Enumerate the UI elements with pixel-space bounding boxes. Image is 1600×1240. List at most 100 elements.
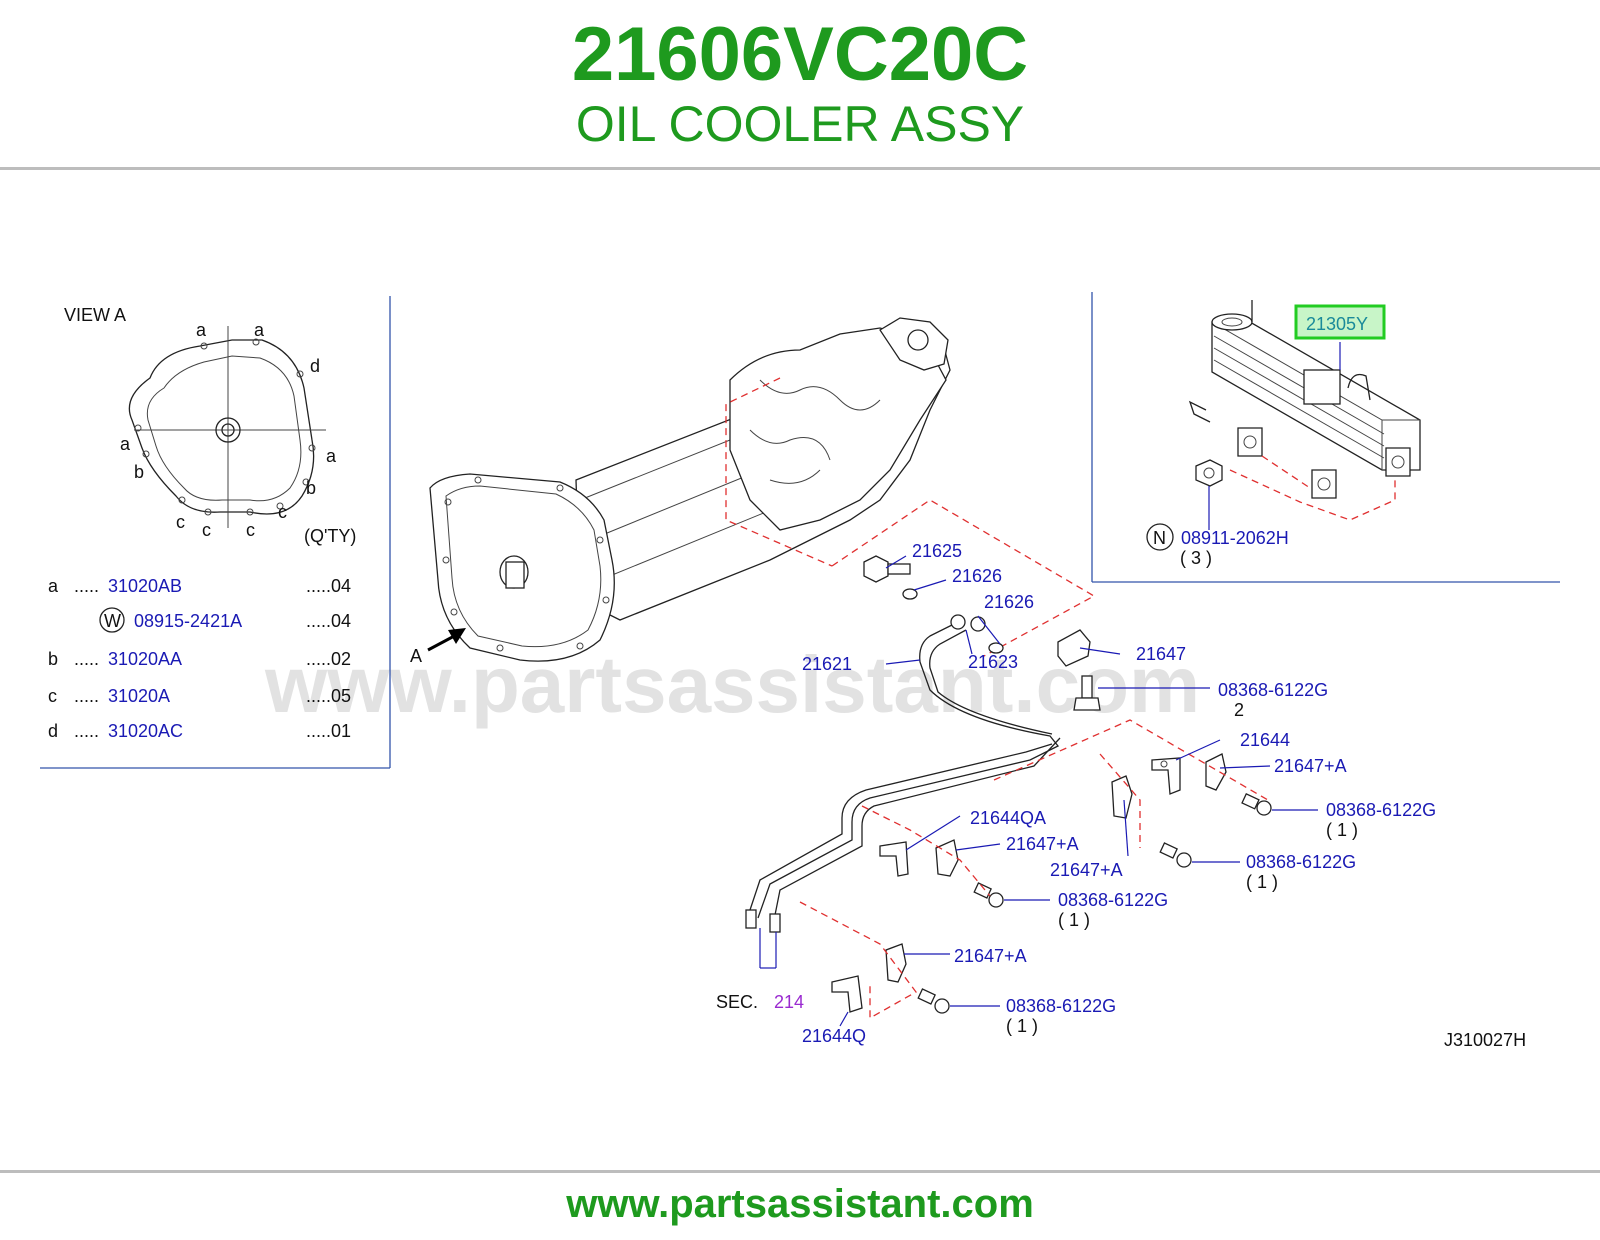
legend-part-number[interactable]: 31020AB [108, 576, 182, 596]
bell-housing-outline [128, 339, 315, 515]
view-a-legend: a ..... 31020AB .....04 W 08915-2421A ..… [48, 576, 351, 741]
legend-dots: ..... [74, 649, 99, 669]
legend-qty: .....05 [306, 686, 351, 706]
oil-cooler-tubes [745, 621, 1061, 933]
view-a-letter-d: d [310, 356, 320, 376]
legend-part-number[interactable]: 08915-2421A [134, 611, 242, 631]
washer-21626 [902, 588, 918, 600]
legend-dots: ..... [74, 686, 99, 706]
bellhousing-bolt-holes [442, 476, 610, 652]
cooler-mount-dashline [1261, 455, 1311, 489]
bracket-21644qa [879, 841, 909, 877]
oil-cooler-panel: 21305Y N 08911-2062H ( 3 ) [1091, 292, 1560, 583]
part-name-subtitle: OIL COOLER ASSY [575, 96, 1025, 152]
washer-21626 [988, 642, 1004, 654]
washer-circle-icon [99, 607, 125, 633]
highlighted-part-box[interactable] [1294, 304, 1386, 340]
diagram-code: J310027H [1444, 1030, 1526, 1050]
legend-dots: ..... [74, 576, 99, 596]
view-a-letter-a: a [326, 446, 337, 466]
clamp-21647a [885, 943, 907, 983]
legend-letter: b [48, 649, 58, 669]
part-label-21621[interactable]: 21621 [802, 654, 852, 674]
center-hub-inner [221, 423, 235, 437]
tube-nuts [950, 614, 986, 632]
callout-labels: 21625 21626 21626 21621 21623 21647 0836… [716, 541, 1526, 1050]
legend-letter: c [48, 686, 57, 706]
view-a-title: VIEW A [64, 305, 126, 325]
view-a-letter-b: b [306, 478, 316, 498]
bell-housing-bolt-holes [134, 338, 316, 516]
legend-dots: ..... [74, 721, 99, 741]
transmission-drawing [429, 317, 951, 662]
part-label-bolt[interactable]: 08368-6122G [1058, 890, 1168, 910]
arrow-label-a: A [410, 646, 422, 666]
bolt-qty: ( 1 ) [1058, 910, 1090, 930]
bolt-icon [917, 988, 950, 1014]
nut-icon [1195, 459, 1223, 487]
view-a-letter-b: b [134, 462, 144, 482]
part-label-21644qa[interactable]: 21644QA [970, 808, 1046, 828]
bracket-21644 [1151, 757, 1181, 795]
part-label-21625[interactable]: 21625 [912, 541, 962, 561]
legend-part-number[interactable]: 31020AA [108, 649, 182, 669]
bolt-qty: ( 1 ) [1006, 1016, 1038, 1036]
highlighted-part-number[interactable]: 21305Y [1306, 314, 1368, 334]
watermark-text: www.partsassistant.com [264, 640, 1200, 729]
bolt-qty: 2 [1234, 700, 1244, 720]
legend-letter: a [48, 576, 59, 596]
nut-part-number[interactable]: 08911-2062H [1181, 528, 1289, 548]
view-a-letter-c: c [176, 512, 185, 532]
part-label-bolt[interactable]: 08368-6122G [1326, 800, 1436, 820]
part-label-21623[interactable]: 21623 [968, 652, 1018, 672]
part-label-21647a[interactable]: 21647+A [1050, 860, 1123, 880]
nut-circle-icon [1146, 523, 1174, 551]
part-label-21626[interactable]: 21626 [952, 566, 1002, 586]
part-label-bolt[interactable]: 08368-6122G [1006, 996, 1116, 1016]
bolt-qty: ( 1 ) [1246, 872, 1278, 892]
header-divider [0, 167, 1600, 170]
part-label-21647a[interactable]: 21647+A [1006, 834, 1079, 854]
legend-qty: .....04 [306, 576, 351, 596]
view-a-letter-a: a [254, 320, 265, 340]
part-label-bolt[interactable]: 08368-6122G [1246, 852, 1356, 872]
transmission-dashline [725, 377, 833, 567]
part-number-title: 21606VC20C [571, 12, 1029, 97]
view-a-letter-c: c [202, 520, 211, 540]
part-label-bolt[interactable]: 08368-6122G [1218, 680, 1328, 700]
footer-url[interactable]: www.partsassistant.com [566, 1182, 1034, 1226]
legend-part-number[interactable]: 31020AC [108, 721, 183, 741]
oil-cooler-drawing [1188, 300, 1421, 499]
part-label-21626[interactable]: 21626 [984, 592, 1034, 612]
nut-qty: ( 3 ) [1180, 548, 1212, 568]
part-label-21647a[interactable]: 21647+A [954, 946, 1027, 966]
clamp-21647a [1111, 775, 1133, 819]
legend-part-number[interactable]: 31020A [108, 686, 170, 706]
view-a-letter-a: a [196, 320, 207, 340]
nut-hole [1203, 467, 1215, 479]
part-label-21644[interactable]: 21644 [1240, 730, 1290, 750]
bolt-icon [1241, 792, 1272, 816]
bell-housing-inner [146, 355, 302, 502]
fitting-21625 [863, 555, 911, 583]
part-label-21644q[interactable]: 21644Q [802, 1026, 866, 1046]
qty-header: (Q'TY) [304, 526, 356, 546]
part-label-21647a[interactable]: 21647+A [1274, 756, 1347, 776]
view-a-arrow [427, 628, 466, 652]
legend-circle-letter: W [104, 611, 121, 631]
bolt-icon [973, 882, 1004, 908]
section-number-link[interactable]: 214 [774, 992, 804, 1012]
footer-divider [0, 1170, 1600, 1173]
page-header: 21606VC20C OIL COOLER ASSY [0, 0, 1600, 168]
clamp-21647a [935, 839, 959, 877]
bolt-icon [1073, 675, 1101, 711]
part-label-21647[interactable]: 21647 [1136, 644, 1186, 664]
legend-letter: d [48, 721, 58, 741]
nut-circle-letter: N [1153, 528, 1166, 548]
assembly-dashlines [799, 719, 1269, 1020]
bolt-icon [1159, 842, 1192, 868]
section-label: SEC. [716, 992, 758, 1012]
bracket-21644q [831, 975, 863, 1013]
leader-lines [839, 555, 1318, 1027]
